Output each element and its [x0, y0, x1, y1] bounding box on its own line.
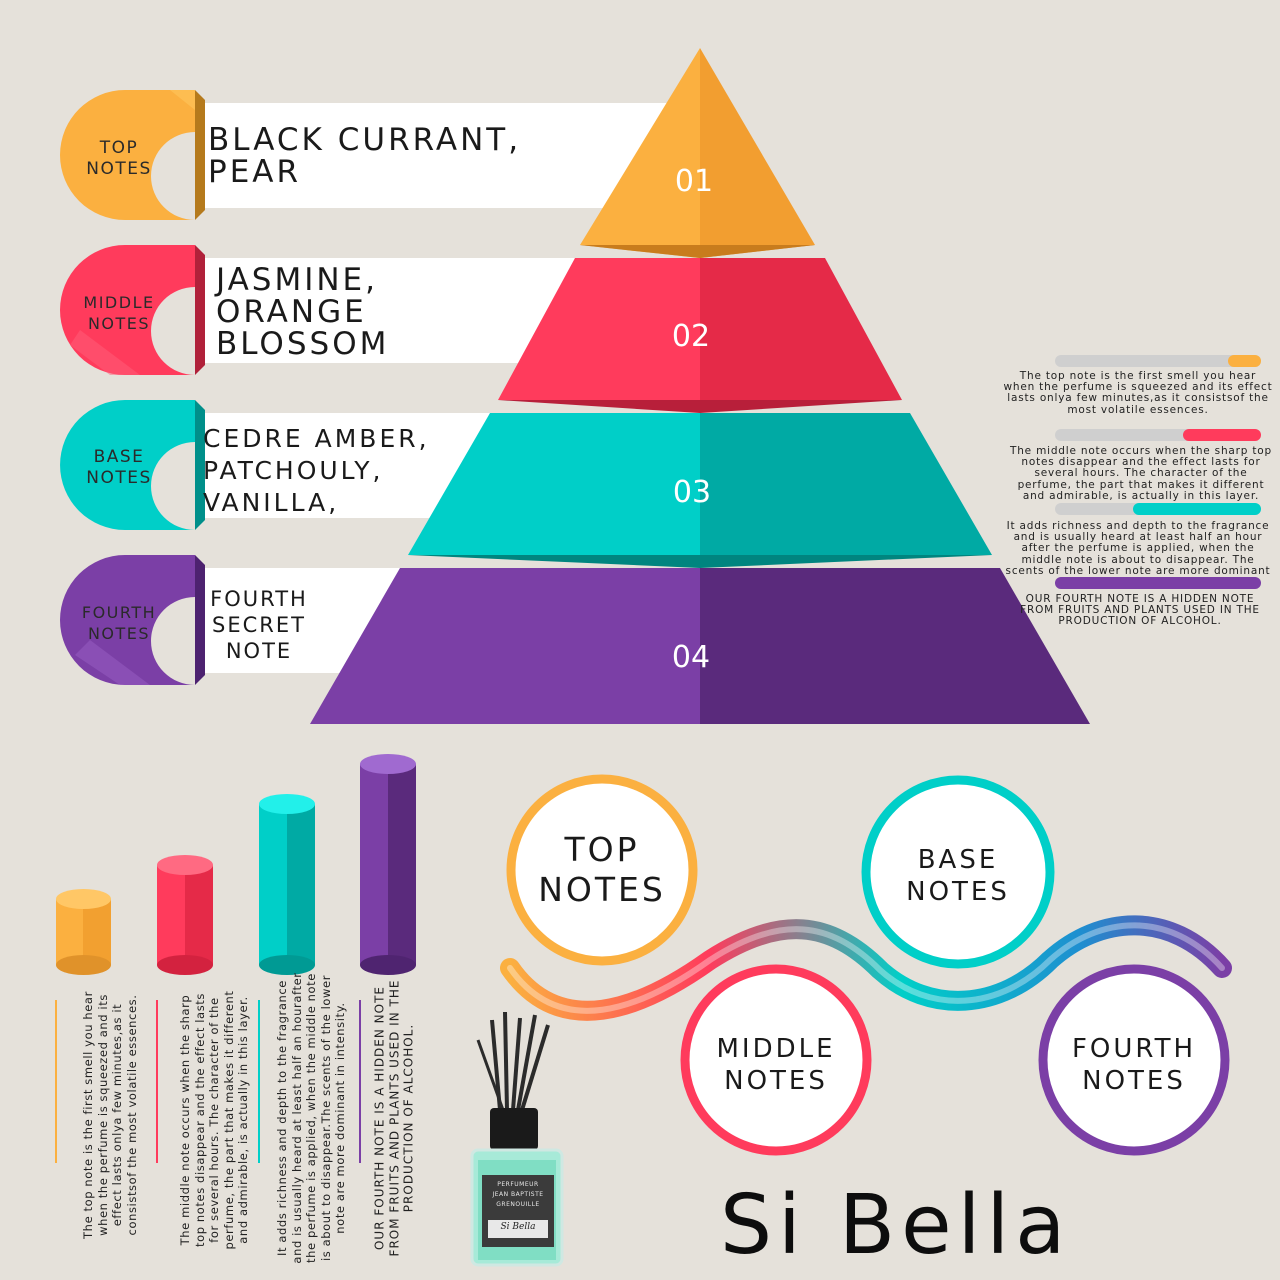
progress-bar-base [1055, 503, 1261, 515]
vertical-text-middle-wrap: The middle note occurs when the sharp to… [178, 960, 250, 1280]
bottle-label: PERFUMEUR JEAN BAPTISTE GRENOUILLE [492, 1181, 544, 1208]
tab-top [60, 90, 205, 220]
circle-label-fourth: FOURTH NOTES [1071, 1034, 1197, 1096]
vertical-text-base: It adds richness and depth to the fragra… [274, 972, 347, 1264]
vertical-text-top: The top note is the first smell you hear… [81, 991, 139, 1239]
banner-top [195, 103, 695, 208]
notes-middle: JASMINE, ORANGE BLOSSOM [216, 262, 390, 362]
description-top: The top note is the first smell you hear… [1003, 370, 1273, 416]
pyramid-layer-fourth [310, 568, 1090, 724]
tab-label-top: TOP NOTES [86, 138, 152, 179]
circle-fourth [1038, 964, 1230, 1156]
layer-number-01: 01 [674, 164, 714, 199]
notes-top: BLACK CURRANT, PEAR [208, 122, 522, 190]
tab-fourth [60, 555, 205, 685]
description-fourth: OUR FOURTH NOTE IS A HIDDEN NOTE FROM FR… [1020, 593, 1260, 628]
tab-base [60, 400, 205, 530]
progress-fill-middle [1183, 429, 1261, 441]
circle-label-middle: MIDDLE NOTES [716, 1034, 836, 1096]
vline-middle [156, 1000, 158, 1163]
layer-number-02: 02 [671, 319, 711, 354]
brand-wordmark: Si Bella [720, 1178, 1072, 1273]
pyramid-layer-middle [498, 258, 902, 413]
tab-label-middle: MIDDLE NOTES [83, 293, 155, 333]
vertical-text-base-wrap: It adds richness and depth to the fragra… [267, 958, 355, 1278]
progress-fill-base [1133, 503, 1261, 515]
pyramid-layer-base [408, 413, 992, 568]
vline-top [55, 1000, 57, 1163]
vline-fourth [359, 1000, 361, 1163]
circle-middle [680, 964, 872, 1156]
wave-line [500, 915, 1232, 1021]
cylinder-middle [157, 855, 213, 975]
tab-label-base: BASE NOTES [86, 447, 152, 488]
tab-label-fourth: FOURTH NOTES [81, 603, 157, 643]
pyramid-layer-top [580, 48, 815, 258]
circle-label-top: TOP NOTES [538, 830, 666, 909]
description-middle: The middle note occurs when the sharp to… [1010, 445, 1272, 502]
vertical-text-middle: The middle note occurs when the sharp to… [177, 990, 250, 1250]
cylinder-base [259, 794, 315, 975]
bottle-image [470, 1011, 564, 1267]
progress-bar-middle [1055, 429, 1261, 441]
vline-base [258, 1000, 260, 1163]
progress-fill-top [1228, 355, 1261, 367]
layer-number-04: 04 [671, 640, 711, 675]
layer-number-03: 03 [672, 475, 712, 510]
progress-fill-fourth [1055, 577, 1261, 589]
circle-base [861, 775, 1055, 969]
bottle-brand: Si Bella [500, 1222, 536, 1232]
cylinder-top [56, 889, 111, 975]
tab-middle [60, 245, 205, 375]
notes-fourth: FOURTH SECRET NOTE [210, 587, 308, 663]
vertical-text-fourth-wrap: OUR FOURTH NOTE IS A HIDDEN NOTE FROM FR… [368, 958, 420, 1278]
vertical-text-top-wrap: The top note is the first smell you hear… [80, 955, 140, 1275]
circle-top [506, 774, 698, 966]
cylinder-fourth [360, 754, 416, 975]
progress-bar-top [1055, 355, 1261, 367]
notes-base: CEDRE AMBER, PATCHOULY, VANILLA, [203, 424, 430, 517]
circle-label-base: BASE NOTES [906, 845, 1010, 907]
progress-bar-fourth [1055, 577, 1261, 589]
vertical-text-fourth: OUR FOURTH NOTE IS A HIDDEN NOTE FROM FR… [372, 979, 416, 1257]
